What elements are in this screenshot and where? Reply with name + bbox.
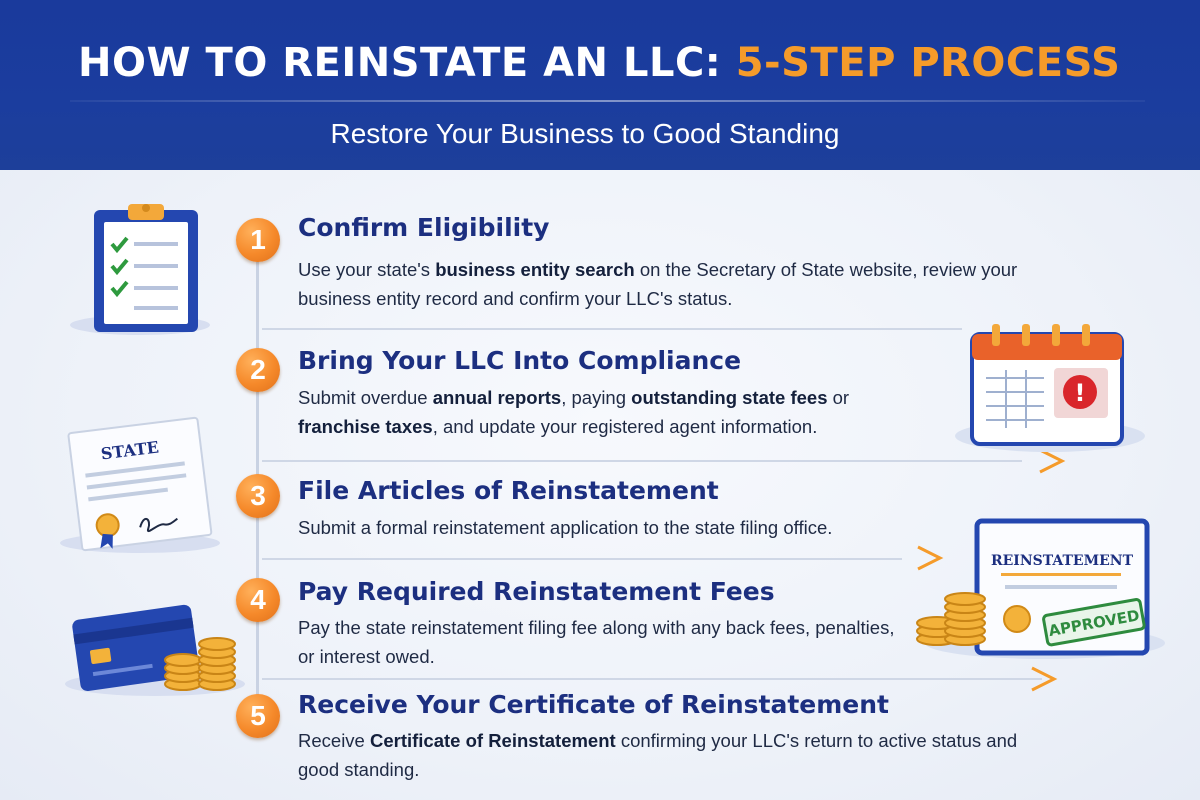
credit-card-coins-icon [65, 604, 245, 696]
calendar-alert-mark: ! [1075, 379, 1086, 407]
step-number-5: 5 [236, 694, 280, 738]
title-accent: 5-STEP PROCESS [735, 40, 1121, 86]
step-desc-text: , and update your registered agent infor… [432, 416, 818, 437]
step-title-1: Confirm Eligibility [298, 213, 550, 242]
step-desc-text: Submit overdue [298, 387, 433, 408]
page-title: HOW TO REINSTATE AN LLC: 5-STEP PROCESS [78, 40, 1120, 86]
step-desc-5: Receive Certificate of Reinstatement con… [298, 726, 1038, 784]
step-desc-text: Receive [298, 730, 370, 751]
step-divider [262, 460, 1022, 462]
step-desc-emphasis: annual reports [432, 387, 562, 408]
certificate-approved-icon: REINSTATEMENT APPROVED [916, 518, 1165, 659]
step-desc-emphasis: franchise taxes [298, 416, 433, 437]
step-title-4: Pay Required Reinstatement Fees [298, 577, 775, 606]
header-banner: HOW TO REINSTATE AN LLC: 5-STEP PROCESS … [0, 0, 1200, 170]
step-desc-text: or [827, 387, 850, 408]
step-divider [262, 558, 902, 560]
step-number-3: 3 [236, 474, 280, 518]
state-document-icon: STATE [60, 416, 220, 553]
step-divider [262, 328, 962, 330]
step-divider [262, 678, 1042, 680]
step-desc-1: Use your state's business entity search … [298, 255, 1043, 313]
step-desc-4: Pay the state reinstatement filing fee a… [298, 613, 898, 671]
header-divider [70, 100, 1145, 102]
step-desc-text: confirming your LLC's return to active s… [298, 730, 1018, 780]
step-desc-3: Submit a formal reinstatement applicatio… [298, 513, 938, 542]
step-number-4: 4 [236, 578, 280, 622]
step-number-2: 2 [236, 348, 280, 392]
title-main: HOW TO REINSTATE AN LLC: [78, 40, 736, 86]
clipboard-checklist-icon [70, 204, 210, 335]
step-desc-text: , paying [561, 387, 632, 408]
step-title-5: Receive Your Certificate of Reinstatemen… [298, 690, 889, 719]
step-desc-emphasis: outstanding state fees [631, 387, 828, 408]
step-title-3: File Articles of Reinstatement [298, 476, 719, 505]
calendar-alert-icon: ! [955, 324, 1145, 452]
step-desc-text: Submit a formal reinstatement applicatio… [298, 517, 833, 538]
step-desc-text: Pay the state reinstatement filing fee a… [298, 617, 895, 667]
step-desc-emphasis: business entity search [435, 259, 635, 280]
step-desc-2: Submit overdue annual reports, paying ou… [298, 383, 898, 441]
page-subtitle: Restore Your Business to Good Standing [330, 118, 840, 149]
step-desc-emphasis: Certificate of Reinstatement [369, 730, 616, 751]
step-desc-text: on the Secretary of State website, revie… [298, 259, 1018, 309]
certificate-label: REINSTATEMENT [991, 553, 1134, 569]
step-title-2: Bring Your LLC Into Compliance [298, 346, 742, 375]
step-desc-text: Use your state's [298, 259, 436, 280]
step-number-1: 1 [236, 218, 280, 262]
